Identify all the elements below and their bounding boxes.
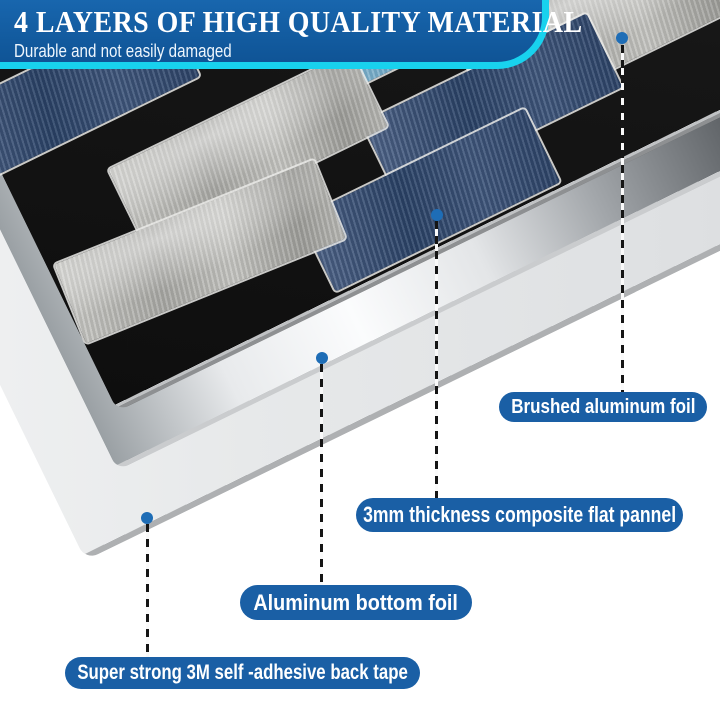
callout-dot-brushed-aluminum [616,32,628,44]
leader-line-composite-panel [435,221,438,498]
label-brushed-aluminum-foil: Brushed aluminum foil [499,392,707,422]
label-composite-flat-pannel: 3mm thickness composite flat pannel [356,498,683,532]
header-banner: 4 LAYERS OF HIGH QUALITY MATERIAL Durabl… [0,0,582,69]
label-text: Super strong 3M self -adhesive back tape [77,661,408,684]
leader-line-brushed-aluminum [621,45,624,392]
callout-dot-bottom-foil [316,352,328,364]
page-title: 4 LAYERS OF HIGH QUALITY MATERIAL [14,4,583,39]
leader-line-back-tape [146,524,149,657]
label-text: Aluminum bottom foil [253,589,459,615]
leader-line-bottom-foil [320,364,323,585]
page-subtitle: Durable and not easily damaged [14,41,232,61]
label-text: Brushed aluminum foil [510,395,696,418]
label-text: 3mm thickness composite flat pannel [363,502,677,527]
label-adhesive-back-tape: Super strong 3M self -adhesive back tape [65,657,420,689]
callout-dot-back-tape [141,512,153,524]
callout-dot-composite-panel [431,209,443,221]
label-aluminum-bottom-foil: Aluminum bottom foil [240,585,472,620]
